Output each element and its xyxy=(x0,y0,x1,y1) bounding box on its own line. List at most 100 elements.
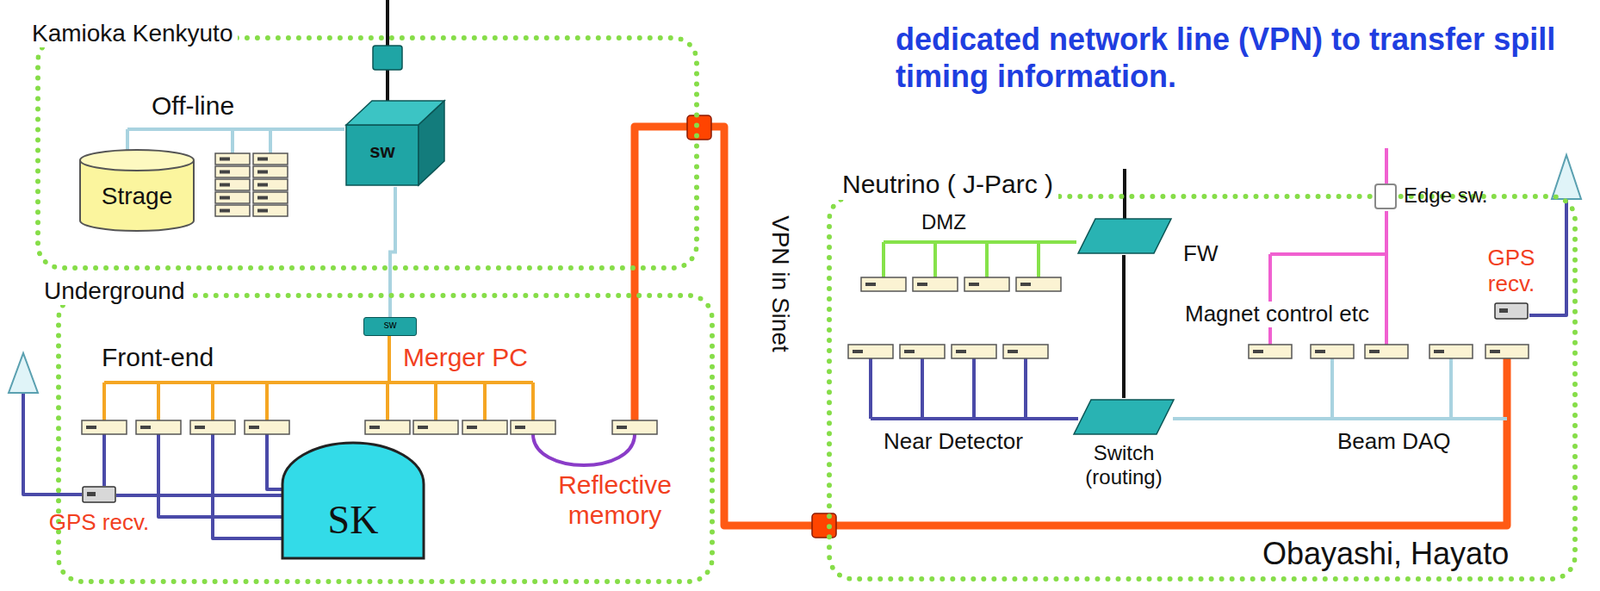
antenna-cable xyxy=(23,392,82,495)
computer-slot xyxy=(248,425,260,429)
node-label: GPS recv. xyxy=(1481,245,1542,298)
computer-slot xyxy=(955,349,967,354)
computer-slot xyxy=(514,425,526,429)
router-box xyxy=(372,45,403,70)
computer-slot xyxy=(257,183,268,187)
node-box: FW xyxy=(1076,217,1221,269)
region-outline: Neutrino ( J-Parc )FWSwitch (routing)GPS… xyxy=(826,193,1578,582)
offline-bus xyxy=(127,127,345,131)
dmz-bus xyxy=(933,241,937,278)
computer-slot xyxy=(904,349,915,354)
control-line xyxy=(1268,254,1272,345)
frontend-bus xyxy=(156,382,161,421)
text-label: Beam DAQ xyxy=(1337,428,1452,455)
frontend-bus xyxy=(387,334,391,383)
computer xyxy=(899,344,945,359)
computer-slot xyxy=(257,196,268,200)
computer xyxy=(861,277,906,292)
computer-slot xyxy=(194,425,205,429)
computer xyxy=(462,420,508,435)
detector-bus xyxy=(868,358,873,419)
signal-cable xyxy=(266,434,283,490)
computer xyxy=(244,420,290,435)
region-outline: UndergroundswSKGPS recv. xyxy=(55,292,715,584)
control-line xyxy=(1384,210,1389,345)
switch-cube xyxy=(344,99,447,187)
cube-front xyxy=(346,124,419,186)
computer-slot xyxy=(417,425,428,429)
text-label: VPN in Sinet xyxy=(766,215,794,353)
computer xyxy=(510,420,556,435)
computer-slot xyxy=(257,170,268,174)
computer xyxy=(253,192,288,204)
heading: dedicated network line (VPN) to transfer… xyxy=(895,20,1585,95)
gps-panel xyxy=(1499,308,1508,313)
computer xyxy=(1364,344,1408,359)
cube-side xyxy=(418,100,445,186)
text-label: Near Detector xyxy=(883,428,1024,455)
node-label: Edge sw. xyxy=(1403,183,1488,208)
text-label: Merger PC xyxy=(403,342,528,373)
computer xyxy=(253,153,288,165)
computer-slot xyxy=(219,196,230,200)
signal-cable xyxy=(102,434,106,486)
node-box: Switch (routing) xyxy=(1072,397,1178,495)
switch-face xyxy=(1073,399,1174,435)
offline-bus xyxy=(230,129,235,154)
computer-slot xyxy=(1252,349,1264,354)
text-label: Reflective memory xyxy=(537,470,693,530)
computer xyxy=(215,192,250,204)
computer xyxy=(365,420,410,435)
text-label: DMZ xyxy=(921,210,967,235)
node-label: GPS recv. xyxy=(49,509,150,536)
frontend-bus xyxy=(104,380,534,385)
node-label: FW xyxy=(1183,241,1218,267)
computer-slot xyxy=(86,425,97,429)
routing-switch xyxy=(1072,397,1176,436)
computer xyxy=(951,344,997,359)
signal-cable xyxy=(116,493,283,497)
computer-slot xyxy=(1489,349,1501,354)
computer-slot xyxy=(219,183,230,187)
dmz-bus xyxy=(1036,241,1041,278)
detector-bus xyxy=(1023,358,1028,419)
vpn-router xyxy=(812,513,837,538)
computer-slot xyxy=(219,170,230,174)
gps-body xyxy=(82,486,116,503)
dmz-bus xyxy=(985,241,989,278)
gps-body xyxy=(1494,303,1528,319)
computer xyxy=(1310,344,1354,359)
signal-cable xyxy=(158,434,283,517)
computer-slot xyxy=(369,425,380,429)
gps-receiver xyxy=(1494,302,1529,320)
computer xyxy=(964,277,1010,292)
vpn-line xyxy=(634,126,1507,526)
computer-slot xyxy=(257,209,268,213)
computer xyxy=(253,179,288,191)
computer xyxy=(1003,344,1049,359)
offline-bus xyxy=(268,129,273,154)
control-line xyxy=(1384,148,1389,184)
frontend-bus xyxy=(385,382,390,421)
computer xyxy=(848,344,894,359)
frontend-bus xyxy=(210,382,215,421)
computer-slot xyxy=(852,349,863,354)
node-label: sw xyxy=(346,140,419,162)
node-box: sw xyxy=(344,99,448,189)
detector-bus xyxy=(920,358,925,419)
detector-bus xyxy=(972,358,976,419)
computer-slot xyxy=(968,282,980,286)
computer-slot xyxy=(1007,349,1018,354)
computer-slot xyxy=(1369,349,1380,354)
gps-antenna xyxy=(8,353,38,393)
computer xyxy=(912,277,958,292)
region-outline: Kamioka KenkyutoStragesw xyxy=(35,35,700,271)
control-line xyxy=(1270,252,1387,256)
computer xyxy=(1485,344,1529,359)
computer xyxy=(215,179,250,191)
node-box: sw xyxy=(363,316,417,336)
node-box: Edge sw. xyxy=(1374,183,1490,213)
node-label: Neutrino ( J-Parc ) xyxy=(837,169,1059,200)
computer-slot xyxy=(219,209,230,213)
